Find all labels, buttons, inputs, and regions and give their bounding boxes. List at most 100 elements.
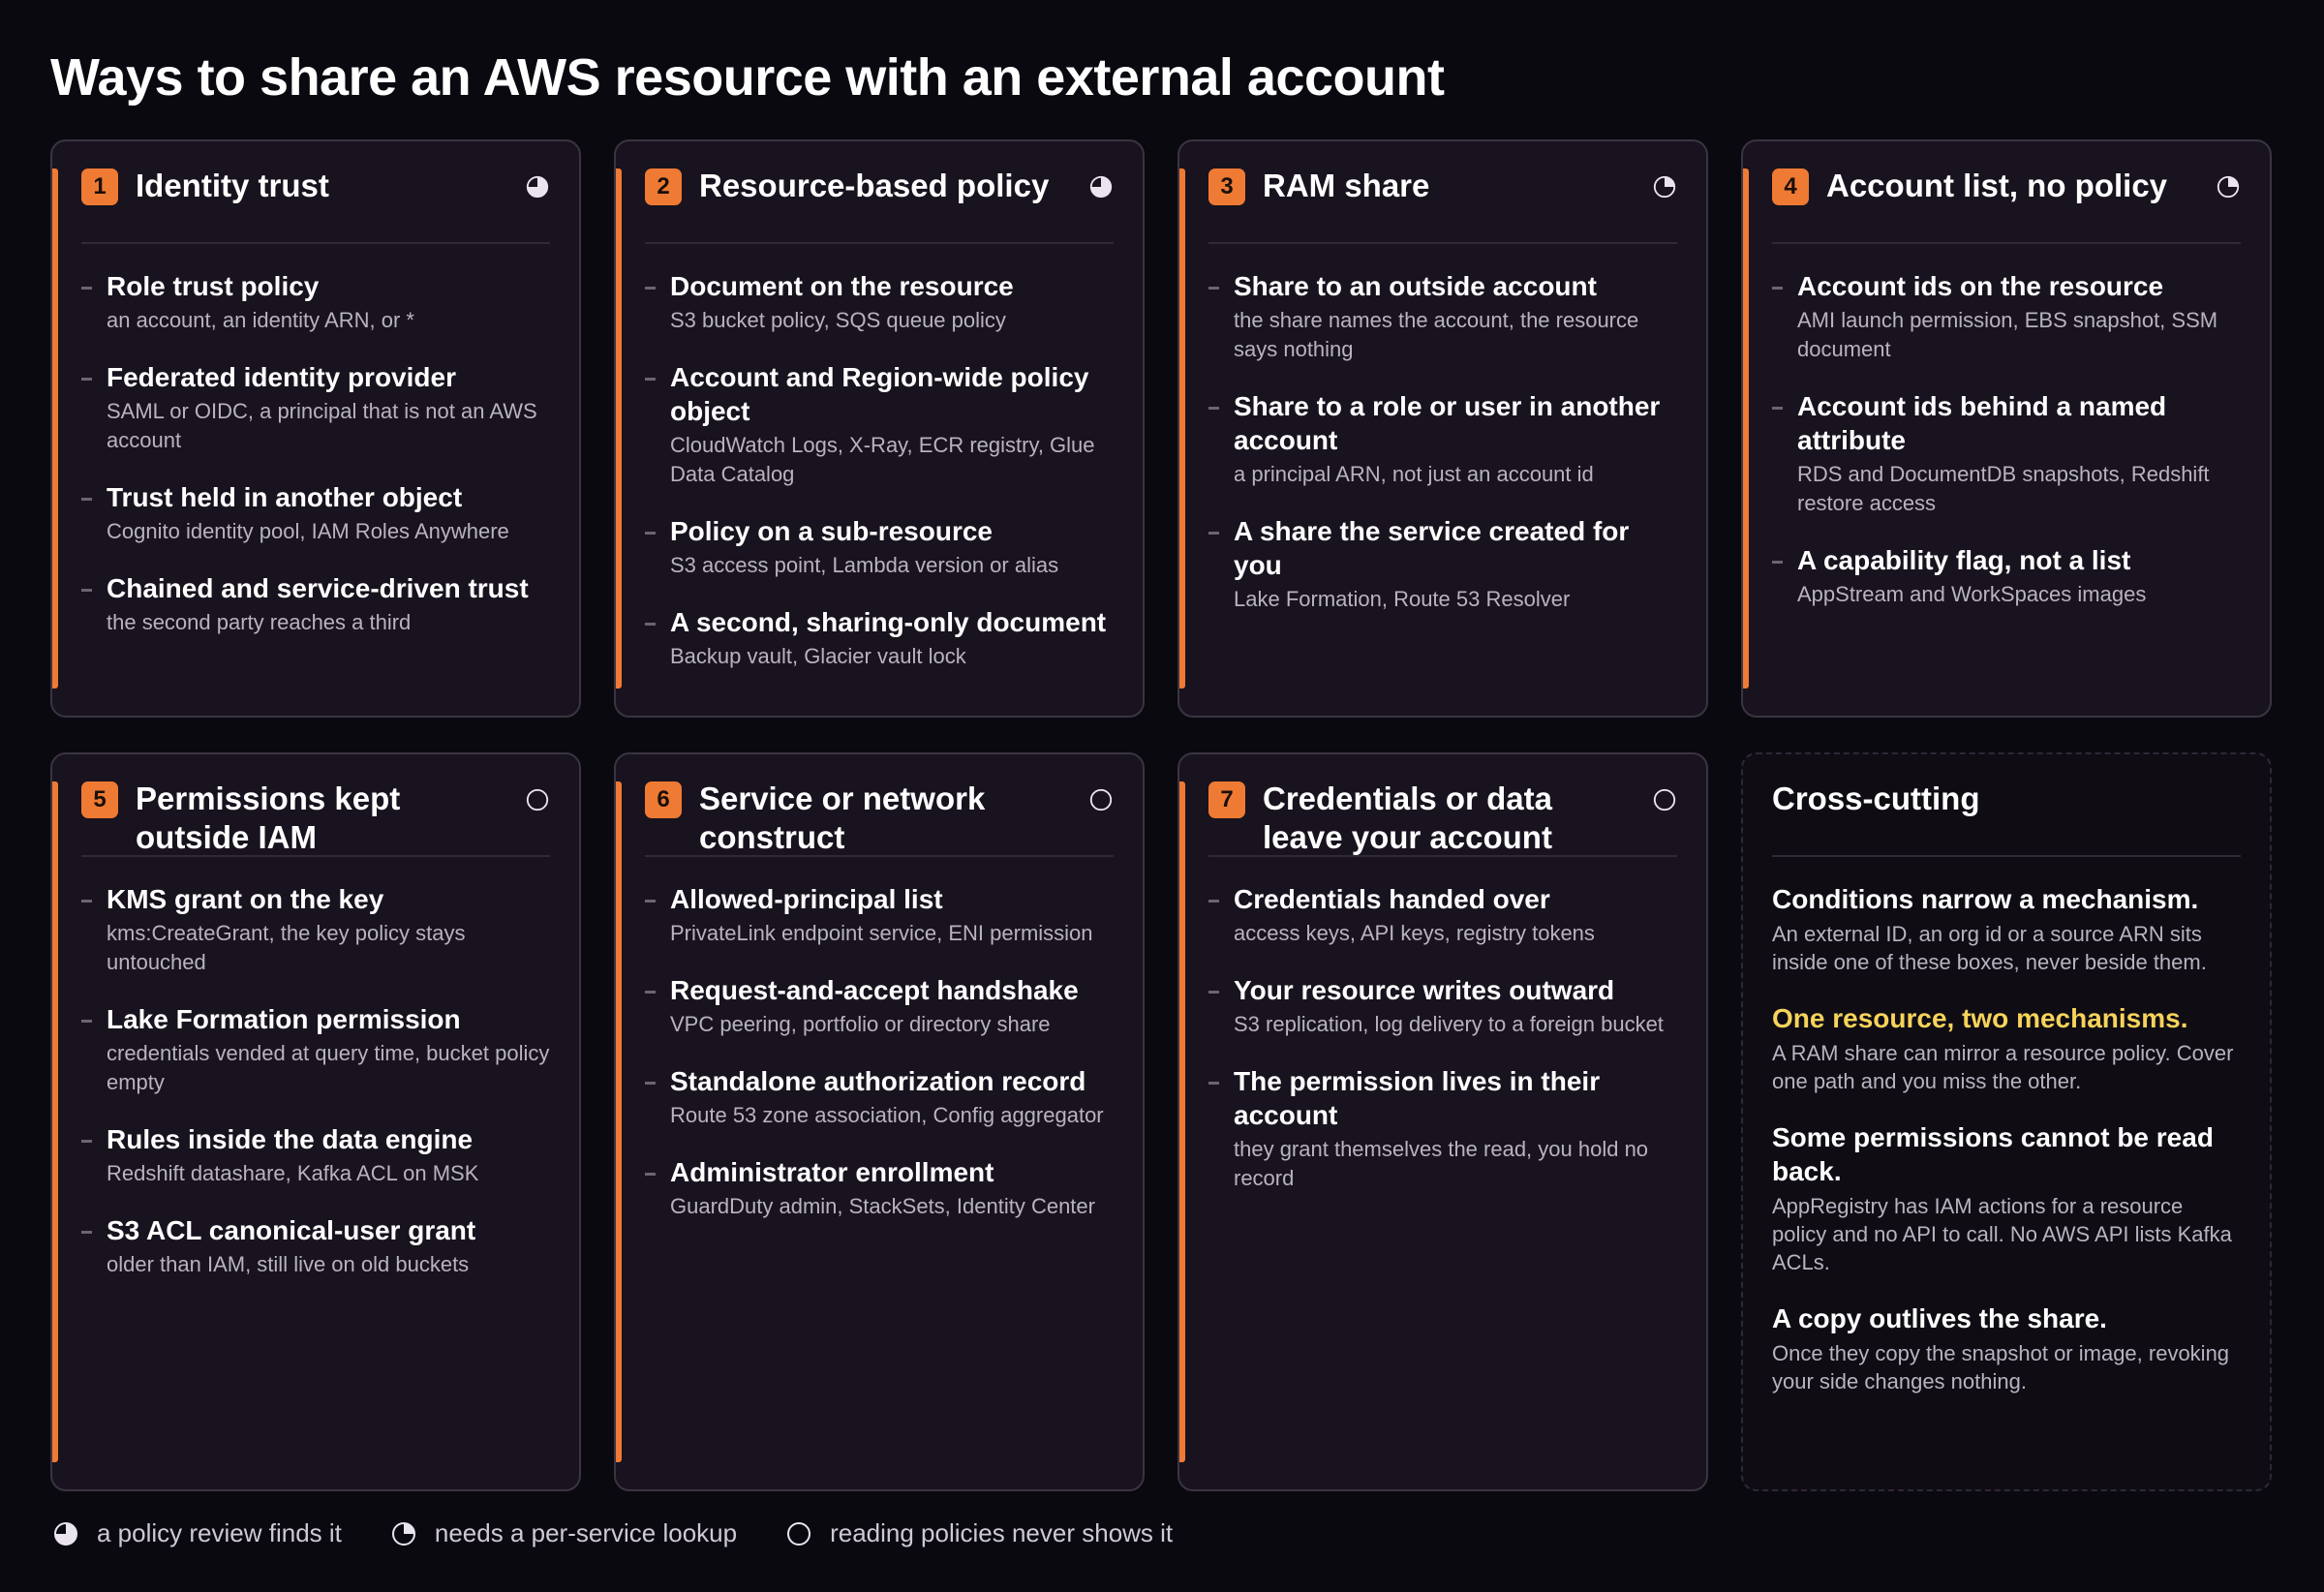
empty-circle-icon — [526, 788, 549, 811]
item-examples: an account, an identity ARN, or * — [107, 308, 414, 332]
item-title: Document on the resource — [670, 271, 1014, 301]
item-examples: they grant themselves the read, you hold… — [1234, 1137, 1649, 1190]
note-body: AppRegistry has IAM actions for a resour… — [1772, 1194, 2232, 1274]
card-number-badge: 5 — [81, 781, 118, 818]
item-title: Policy on a sub-resource — [670, 516, 993, 546]
card-title: Resource-based policy — [699, 168, 1050, 203]
note-title: One resource, two mechanisms. — [1772, 1003, 2188, 1033]
item-title: Rules inside the data engine — [107, 1124, 474, 1154]
item-examples: CloudWatch Logs, X-Ray, ECR registry, Gl… — [670, 433, 1095, 486]
legend-item-per-service-lookup: needs a per-service lookup — [390, 1518, 737, 1548]
item-examples: PrivateLink endpoint service, ENI permis… — [670, 921, 1093, 945]
item-title: The permission lives in their account — [1234, 1066, 1601, 1130]
empty-circle-icon — [1653, 788, 1676, 811]
quarter-filled-circle-icon — [391, 1521, 415, 1546]
legend-item-never-shows: reading policies never shows it — [785, 1518, 1173, 1548]
card-title: Permissions kept outside IAM — [136, 781, 401, 855]
mechanism-list: Role trust policy an account, an identity… — [81, 269, 550, 637]
item-title: Administrator enrollment — [670, 1157, 994, 1187]
card-number-badge: 2 — [645, 168, 682, 205]
item-title: Request-and-accept handshake — [670, 975, 1079, 1005]
cross-cutting-header: Cross-cutting — [1772, 780, 2241, 857]
item-examples: Redshift datashare, Kafka ACL on MSK — [107, 1161, 479, 1185]
item-examples: GuardDuty admin, StackSets, Identity Cen… — [670, 1194, 1095, 1218]
mechanism-list: Credentials handed over access keys, API … — [1208, 882, 1677, 1193]
item-title: S3 ACL canonical-user grant — [107, 1215, 476, 1245]
item-examples: Cognito identity pool, IAM Roles Anywher… — [107, 519, 509, 543]
item-examples: Lake Formation, Route 53 Resolver — [1234, 587, 1571, 611]
note-title: A copy outlives the share. — [1772, 1303, 2107, 1333]
list-item: The permission lives in their account the… — [1208, 1064, 1677, 1193]
cross-cutting-title: Cross-cutting — [1772, 781, 1980, 816]
card-header: 3 RAM share — [1208, 167, 1677, 244]
item-title: Role trust policy — [107, 271, 320, 301]
item-examples: AppStream and WorkSpaces images — [1797, 582, 2147, 606]
legend-item-policy-review: a policy review finds it — [52, 1518, 342, 1548]
item-examples: credentials vended at query time, bucket… — [107, 1041, 550, 1094]
item-title: A second, sharing-only document — [670, 607, 1107, 637]
card-number-badge: 3 — [1208, 168, 1245, 205]
legend-label: needs a per-service lookup — [434, 1518, 738, 1547]
cross-cutting-note: Some permissions cannot be read back. App… — [1772, 1120, 2241, 1276]
empty-circle-icon — [1089, 788, 1113, 811]
card-title: RAM share — [1263, 168, 1430, 203]
item-title: Share to a role or user in another accou… — [1234, 391, 1661, 455]
cross-cutting-notes: Conditions narrow a mechanism.An externa… — [1772, 882, 2241, 1395]
item-title: Credentials handed over — [1234, 884, 1550, 914]
note-title: Some permissions cannot be read back. — [1772, 1122, 2214, 1186]
half-filled-circle-icon — [54, 1521, 77, 1546]
item-title: A capability flag, not a list — [1797, 545, 2131, 575]
item-title: Your resource writes outward — [1234, 975, 1615, 1005]
cross-cutting-note: One resource, two mechanisms. A RAM share… — [1772, 1001, 2241, 1095]
item-examples: RDS and DocumentDB snapshots, Redshift r… — [1797, 462, 2210, 515]
item-examples: AMI launch permission, EBS snapshot, SSM… — [1797, 308, 2218, 361]
quarter-filled-circle-icon — [1653, 175, 1676, 199]
card-number-badge: 4 — [1772, 168, 1809, 205]
card-title: Account list, no policy — [1826, 168, 2168, 203]
item-title: Account and Region-wide policy object — [670, 362, 1089, 426]
item-examples: access keys, API keys, registry tokens — [1234, 921, 1595, 945]
note-title: Conditions narrow a mechanism. — [1772, 884, 2199, 914]
card-title: Identity trust — [136, 168, 329, 203]
legend-label: reading policies never shows it — [830, 1518, 1174, 1547]
item-title: Federated identity provider — [107, 362, 456, 392]
empty-circle-icon — [787, 1521, 811, 1546]
item-examples: VPC peering, portfolio or directory shar… — [670, 1012, 1051, 1036]
page-title: Ways to share an AWS resource with an ex… — [50, 48, 1445, 107]
item-examples: a principal ARN, not just an account id — [1234, 462, 1594, 486]
item-examples: S3 access point, Lambda version or alias — [670, 553, 1059, 577]
list-item: Share to a role or user in another accou… — [1208, 389, 1677, 489]
cross-cutting-card: Cross-cutting Conditions narrow a mechan… — [1741, 752, 2272, 1491]
note-body: A RAM share can mirror a resource policy… — [1772, 1041, 2234, 1093]
quarter-filled-circle-icon — [2217, 175, 2240, 199]
item-title: Standalone authorization record — [670, 1066, 1086, 1096]
list-item: Policy on a sub-resource S3 access point,… — [645, 514, 1114, 580]
cross-cutting-note: A copy outlives the share.Once they copy… — [1772, 1301, 2241, 1395]
half-filled-circle-icon — [1089, 175, 1113, 199]
card-header: 5 Permissions kept outside IAM — [81, 780, 550, 857]
legend-label: a policy review finds it — [97, 1518, 342, 1547]
